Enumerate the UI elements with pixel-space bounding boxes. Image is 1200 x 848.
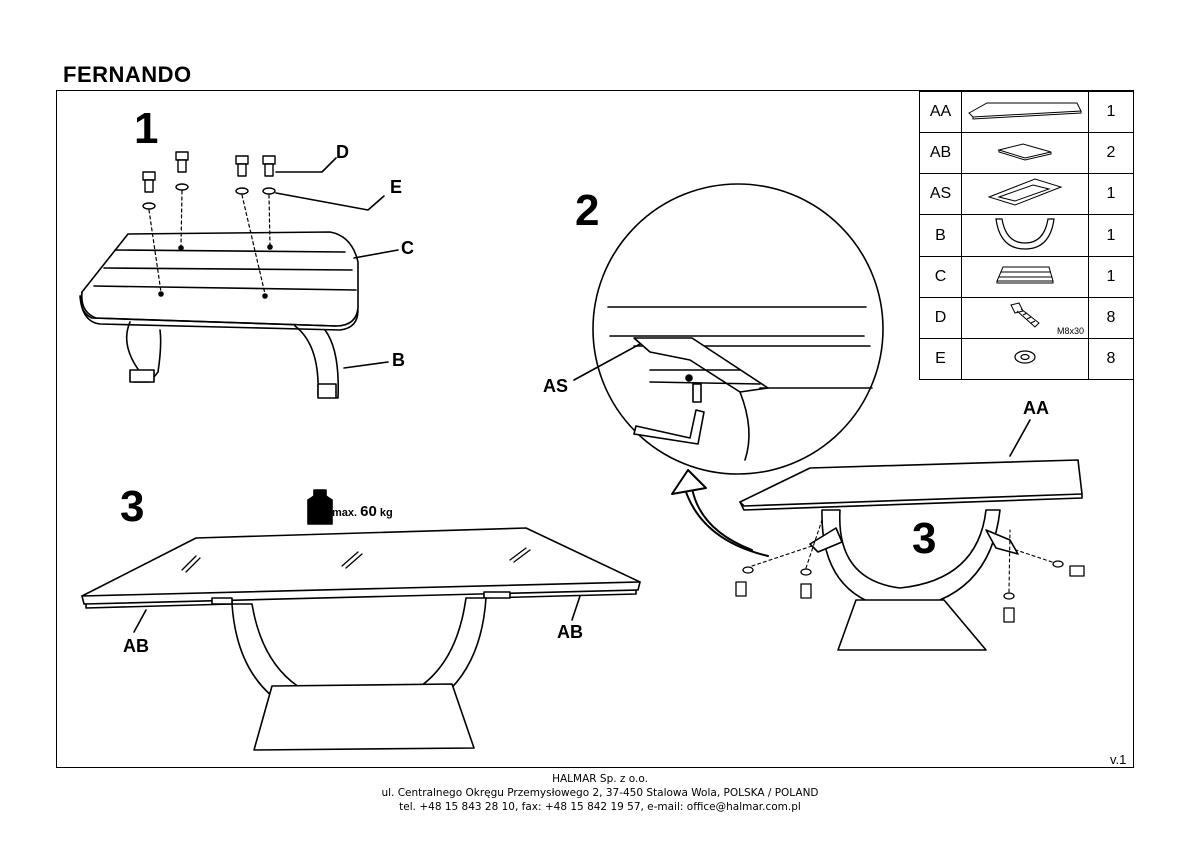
extension-panel-icon bbox=[961, 132, 1089, 174]
table-row: AA 1 bbox=[919, 91, 1134, 133]
table-row: AB 2 bbox=[919, 132, 1134, 174]
footer-contact: tel. +48 15 843 28 10, fax: +48 15 842 1… bbox=[399, 801, 801, 813]
label-ab-right: AB bbox=[557, 622, 583, 642]
bolt-spec: M8x30 bbox=[1056, 326, 1084, 336]
max-weight-label: max. 60 kg bbox=[332, 503, 393, 520]
step2-detail bbox=[573, 183, 884, 557]
part-qty: 1 bbox=[1088, 256, 1134, 298]
parts-table: AA 1 AB 2 AS 1 B 1 bbox=[919, 91, 1134, 380]
step-number-1: 1 bbox=[134, 104, 159, 153]
table-row: D M8x30 8 bbox=[919, 297, 1134, 339]
max-weight-unit: kg bbox=[379, 507, 393, 519]
part-qty: 8 bbox=[1088, 297, 1134, 339]
max-weight-value: 60 bbox=[360, 503, 377, 520]
arc-leg-icon bbox=[961, 214, 1089, 257]
label-b: B bbox=[392, 350, 405, 370]
footer-company: HALMAR Sp. z o.o. bbox=[552, 773, 648, 785]
part-code: AA bbox=[919, 91, 962, 133]
label-aa: AA bbox=[1023, 398, 1049, 418]
table-top-icon bbox=[961, 91, 1089, 133]
table-row: C 1 bbox=[919, 256, 1134, 298]
part-code: AB bbox=[919, 132, 962, 174]
part-qty: 1 bbox=[1088, 173, 1134, 215]
part-qty: 8 bbox=[1088, 338, 1134, 380]
bolt-icon: M8x30 bbox=[961, 297, 1089, 339]
part-code: D bbox=[919, 297, 962, 339]
part-code: E bbox=[919, 338, 962, 380]
table-row: E 8 bbox=[919, 338, 1134, 380]
part-code: B bbox=[919, 214, 962, 257]
step3-left-illustration bbox=[81, 489, 641, 751]
step3-right-illustration bbox=[735, 419, 1085, 651]
step1-illustration bbox=[79, 151, 399, 399]
step-number-3-left: 3 bbox=[120, 482, 145, 531]
frame-mechanism-icon bbox=[961, 173, 1089, 215]
version-label: v.1 bbox=[1110, 752, 1127, 767]
document-title: FERNANDO bbox=[63, 62, 192, 87]
part-qty: 1 bbox=[1088, 214, 1134, 257]
part-code: AS bbox=[919, 173, 962, 215]
label-e: E bbox=[390, 177, 403, 197]
washer-icon bbox=[961, 338, 1089, 380]
part-qty: 1 bbox=[1088, 91, 1134, 133]
label-d: D bbox=[336, 142, 349, 162]
instruction-frame bbox=[56, 90, 1134, 768]
part-code: C bbox=[919, 256, 962, 298]
table-row: B 1 bbox=[919, 214, 1134, 257]
label-ab-left: AB bbox=[123, 636, 149, 656]
step-number-3-right: 3 bbox=[912, 514, 937, 563]
footer: HALMAR Sp. z o.o. ul. Centralnego Okręgu… bbox=[0, 772, 1200, 814]
step-number-2: 2 bbox=[575, 186, 600, 235]
label-c: C bbox=[401, 238, 414, 258]
mounting-plate-icon bbox=[961, 256, 1089, 298]
label-as: AS bbox=[543, 376, 569, 396]
part-qty: 2 bbox=[1088, 132, 1134, 174]
table-row: AS 1 bbox=[919, 173, 1134, 215]
max-weight-prefix: max. bbox=[332, 507, 358, 519]
footer-address: ul. Centralnego Okręgu Przemysłowego 2, … bbox=[381, 787, 819, 799]
